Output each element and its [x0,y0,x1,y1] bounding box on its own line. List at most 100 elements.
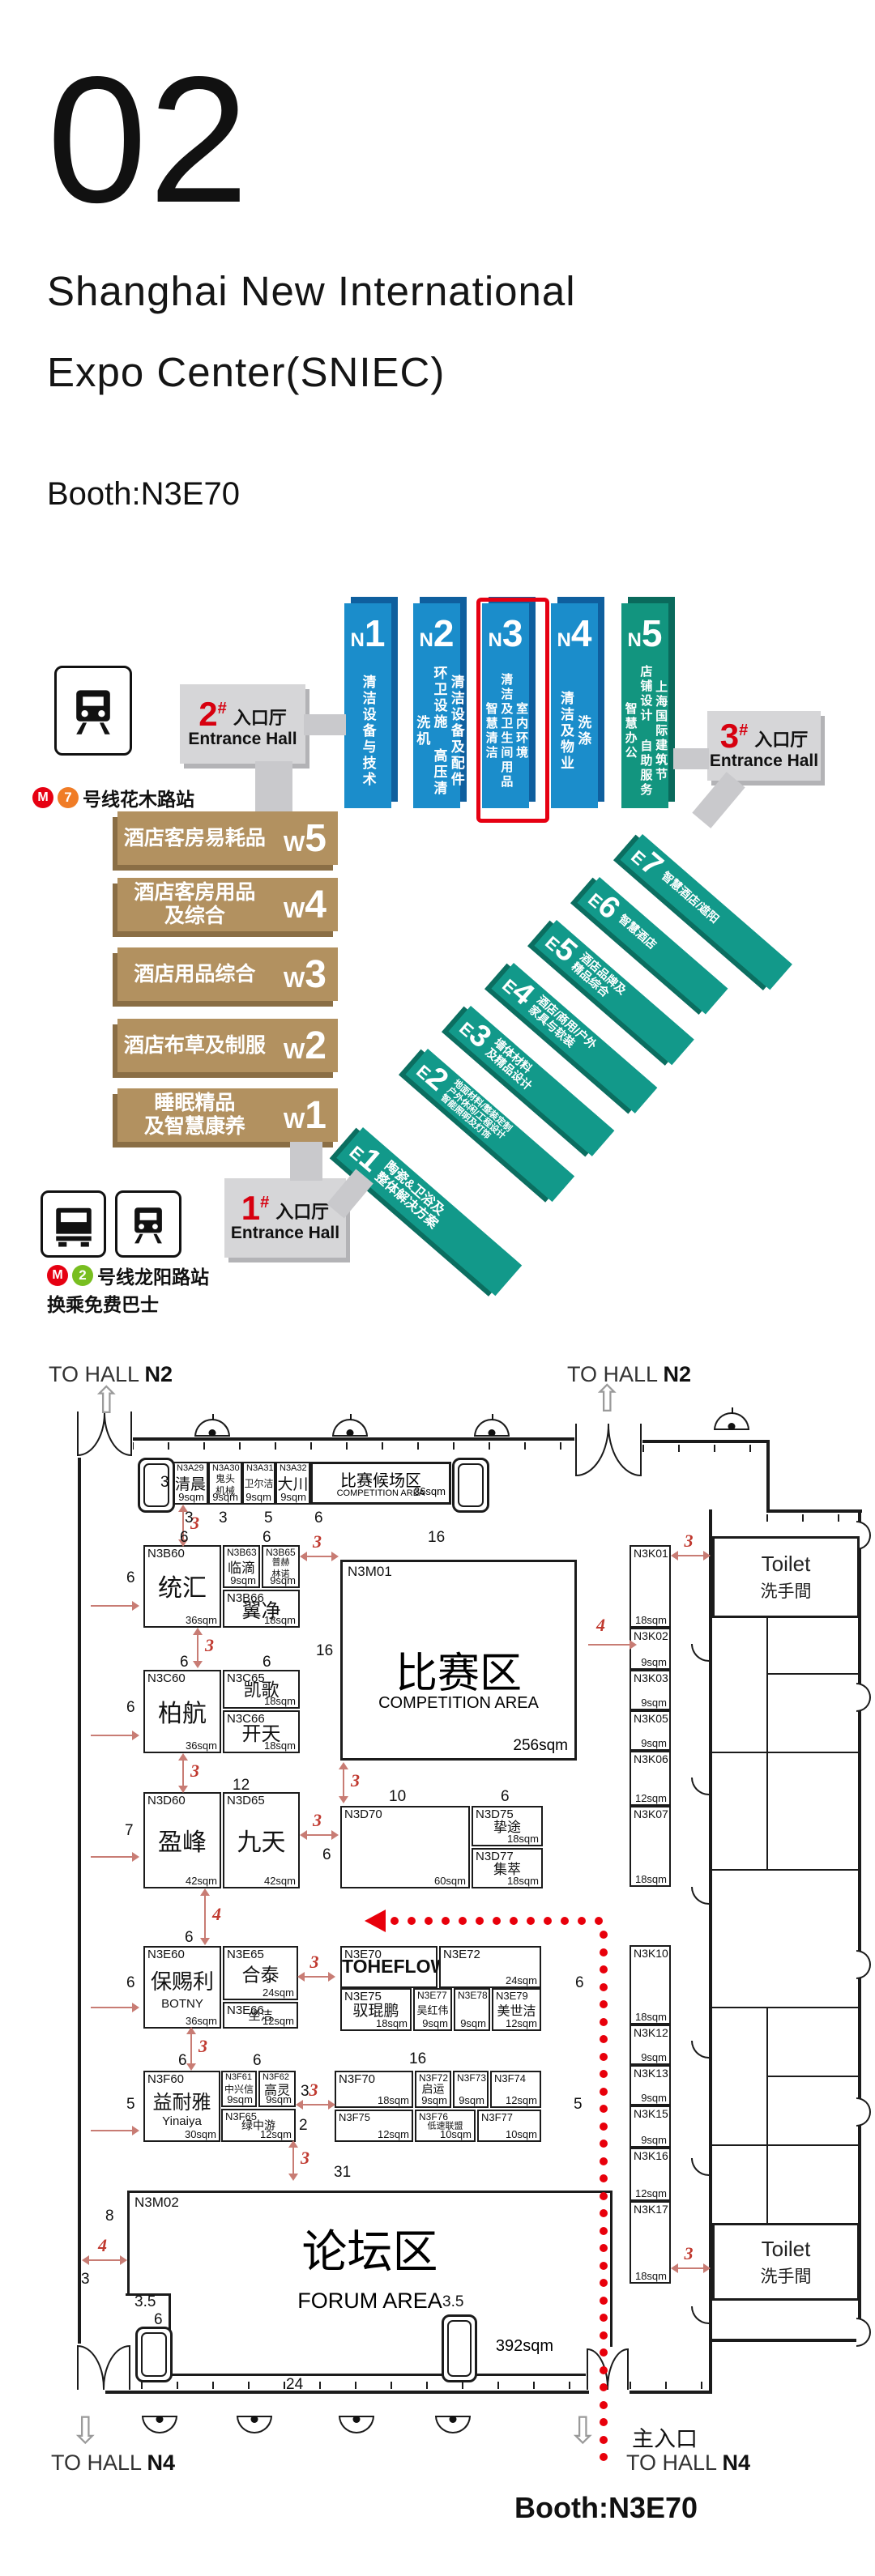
route-dot [600,2052,608,2061]
ceiling-lamp-icon [339,2416,374,2433]
booth-id: N3D77 [476,1850,514,1863]
entrance-number: 2# [198,695,227,734]
booth-N3K10: N3K10 18sqm [630,1945,671,2025]
dim-number: 3 [185,1509,194,1526]
hall-categories: 清洁设备及配件环卫设施 高压清洗机 [413,658,465,804]
element [91,2130,138,2131]
booth-area: 9sqm [641,1656,667,1668]
dim-arrowhead [703,2263,711,2273]
dim-arrowhead [288,2174,298,2181]
booth-id: N3K03 [634,1671,668,1684]
booth-name2: 机械 [215,1485,235,1497]
booth-area: 36sqm [185,2015,217,2027]
booth-name: 鬼头 [215,1472,235,1484]
booth-area: 9sqm [641,1697,667,1709]
dim-arrowhead [132,2003,139,2012]
direction-arrow-up: ⇧ [591,1377,623,1420]
booth-name: 吴红伟 [416,2003,449,2016]
booth-area: 18sqm [634,2011,667,2023]
hall-category-line: 洗涤 [575,715,591,747]
area-id: N3M02 [134,2195,179,2210]
element [91,1605,138,1607]
route-dot [600,2070,608,2078]
entrance-row: 2#入口厅 [198,695,287,734]
entrance-row: 1#入口厅 [241,1191,330,1225]
booth-id: N3F77 [481,2111,514,2123]
door-arc-icon [691,1887,709,1905]
route-dot [600,2122,608,2131]
booth-name: 临滴 [228,1560,255,1576]
dim-number: 12 [233,1777,250,1794]
booth-id: N3F62 [262,2072,290,2082]
dimension-label: 3 [684,1531,694,1551]
element [672,1555,709,1556]
dim-number: 2 [299,2117,308,2134]
hall-categories: 陶瓷&卫浴及整体解决方案 [372,1159,450,1232]
line7-badge: 7 [58,787,79,808]
aisle-number: 6 [126,1974,135,1991]
dim-number: 6 [185,1929,194,1946]
dim-number: 3 [81,2271,90,2288]
booth-id: N3D60 [147,1794,186,1807]
booth-name: 中兴信 [224,2083,254,2095]
dimension-label: 3 [190,1513,199,1533]
dim-arrowhead [331,1830,339,1840]
wall-ticks [132,1442,574,1450]
booth-id: N3F72 [419,2072,449,2084]
ceiling-lamp-icon [237,2416,272,2433]
dim-arrowhead [328,1972,335,1982]
booth-area: 30sqm [184,2128,216,2140]
ceiling-lamp-icon [194,1414,230,1437]
element [297,2104,334,2106]
page-number: 02 [47,40,250,241]
booth-id: N3F74 [494,2072,527,2084]
dimension-label: 3 [351,1769,360,1790]
dim-arrowhead [339,1762,348,1769]
route-dot [600,1982,608,1991]
booth-area: 9sqm [178,1491,204,1503]
booth-id: N3F70 [339,2072,376,2086]
booth-name: 保赐利 [150,1969,214,1994]
booth-name: 集萃 [493,1862,521,1877]
booth-id: N3K16 [634,2149,668,2162]
dim-number: 6 [262,1529,271,1546]
hall-category-line: 酒店布草及制服 [123,1033,266,1057]
booth-id: N3A31 [246,1463,274,1473]
booth-number-label: Booth:N3E70 [47,476,240,512]
route-dot [600,1965,608,1974]
booth-id: N3D70 [344,1807,382,1821]
booth-name: 坐洁 [248,2008,273,2023]
dim-arrowhead [178,1505,188,1512]
route-dot [600,2209,608,2217]
route-arrowhead [365,1910,386,1932]
aisle-number: 6 [126,1699,135,1716]
booth-id: N3F76 [419,2111,449,2123]
to-hall-link: TO HALL N4 [51,2450,176,2475]
dim-number: 6 [575,1974,584,1991]
route-dot [442,1917,450,1925]
wall [709,2339,712,2394]
dimension-label: 3 [198,2036,207,2056]
booth-id: N3D65 [227,1794,265,1807]
booth-id: N3K06 [634,1752,668,1765]
route-dot [600,2226,608,2235]
hall-code: N3 [488,612,523,654]
dim-number: 6 [180,1529,189,1546]
booth-area: 18sqm [263,1739,296,1752]
element [91,1735,138,1736]
booth-id: N3K10 [634,1947,668,1960]
booth-area: 18sqm [377,2094,409,2106]
booth-name-en: BOTNY [161,1996,203,2011]
dimension-label: 3 [313,1531,322,1552]
hall-code: N5 [627,612,663,654]
